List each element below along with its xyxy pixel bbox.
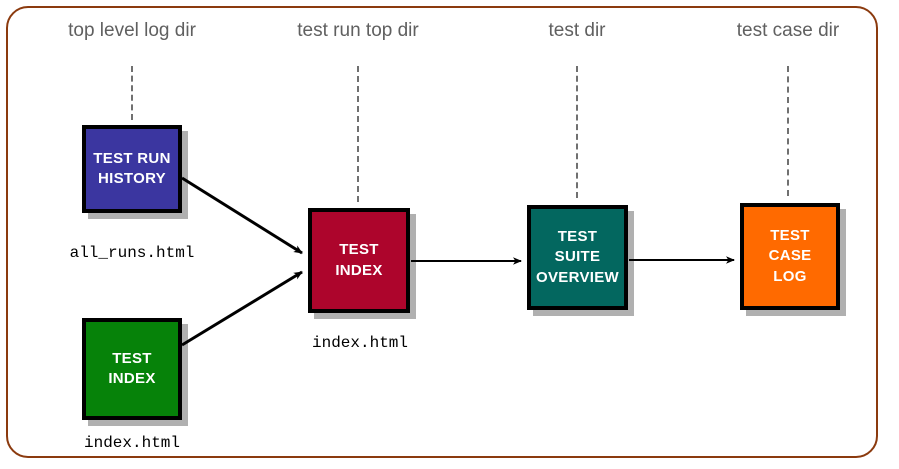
node-test-index-red-line-2: INDEX (335, 261, 383, 279)
node-test-suite-overview-line-1: TEST (557, 228, 598, 246)
node-test-index-red-line-1: TEST (339, 241, 379, 259)
column-header-test-run-top-dir: test run top dir (297, 20, 419, 41)
node-test-index-red[interactable]: TEST INDEX (308, 208, 410, 313)
arrow-history-to-index (181, 176, 303, 255)
node-test-suite-overview-line-3: OVERVIEW (536, 268, 619, 286)
node-test-suite-overview-line-2: SUITE (554, 248, 601, 266)
caption-index-html-red: index.html (311, 334, 409, 352)
node-test-run-history-line-1: TEST RUN (93, 149, 171, 167)
guide-line-test-run-top-dir (357, 66, 359, 202)
guide-line-top-level-log-dir (131, 66, 133, 120)
node-test-case-log[interactable]: TEST CASE LOG (740, 203, 840, 310)
node-test-index-green-line-1: TEST (112, 349, 152, 367)
guide-line-test-dir (576, 66, 578, 198)
column-header-test-case-dir: test case dir (736, 20, 840, 41)
node-test-case-log-line-1: TEST (770, 227, 810, 245)
node-test-run-history-line-2: HISTORY (98, 170, 166, 187)
arrow-green-index-to-red-index (181, 270, 303, 347)
column-header-top-level-log-dir: top level log dir (68, 20, 196, 41)
caption-index-html-green: index.html (83, 434, 181, 452)
node-test-run-history[interactable]: TEST RUN HISTORY (82, 125, 182, 213)
caption-all-runs-html: all_runs.html (69, 244, 195, 262)
column-header-test-dir: test dir (548, 20, 606, 41)
guide-line-test-case-dir (787, 66, 789, 196)
node-test-case-log-line-3: LOG (773, 267, 807, 285)
node-test-index-green-line-2: INDEX (108, 370, 156, 387)
node-test-suite-overview[interactable]: TEST SUITE OVERVIEW (527, 205, 628, 310)
node-test-index-green[interactable]: TEST INDEX (82, 318, 182, 420)
node-test-case-log-line-2: CASE (768, 247, 812, 265)
